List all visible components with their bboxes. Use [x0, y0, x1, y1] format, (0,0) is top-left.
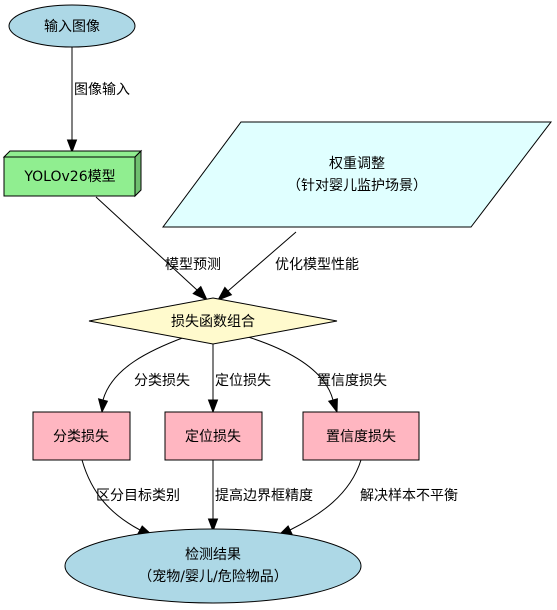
node-result-line1: 检测结果: [185, 547, 241, 563]
edge-label-cls-loss: 分类损失: [134, 373, 190, 389]
node-loss-combination: 损失函数组合: [88, 297, 338, 345]
node-loss-label: 损失函数组合: [171, 314, 255, 330]
edge-label-bbox: 提高边界框精度: [215, 487, 313, 504]
node-cls-loss: 分类损失: [32, 411, 131, 461]
node-conf-loss: 置信度损失: [302, 411, 420, 461]
node-cls-label: 分类损失: [53, 429, 109, 445]
node-model-label: YOLOv26模型: [23, 169, 115, 185]
edge-loss-to-loc: [207, 342, 219, 414]
node-weight-adjust: 权重调整 （针对婴儿监护场景）: [162, 121, 553, 228]
edge-input-to-model: [66, 47, 78, 154]
edge-loss-to-conf: [244, 335, 338, 414]
edge-model-to-loss: [95, 196, 209, 302]
node-weights-line1: 权重调整: [329, 156, 385, 172]
node-input-image: 输入图像: [8, 4, 136, 48]
node-weights-line2: （针对婴儿监护场景）: [287, 178, 427, 194]
edge-label-imbalance: 解决样本不平衡: [360, 488, 458, 504]
edge-label-model-predict: 模型预测: [165, 257, 221, 273]
edge-label-image-input: 图像输入: [74, 82, 130, 98]
edge-loc-to-result: [207, 460, 219, 533]
node-loc-loss: 定位损失: [164, 411, 263, 461]
node-detection-result: 检测结果 （宠物/婴儿/危险物品）: [64, 528, 362, 604]
node-conf-label: 置信度损失: [326, 429, 396, 445]
node-result-line2: （宠物/婴儿/危险物品）: [138, 569, 287, 585]
edge-label-optimize: 优化模型性能: [275, 257, 359, 273]
node-loc-label: 定位损失: [185, 429, 241, 445]
node-input-label: 输入图像: [44, 19, 100, 35]
edge-weights-to-loss: [216, 231, 297, 301]
edge-label-loc-loss: 定位损失: [215, 373, 271, 389]
edge-loss-to-cls: [97, 336, 186, 414]
edge-label-conf-loss: 置信度损失: [317, 373, 387, 389]
node-yolo-model: YOLOv26模型: [2, 149, 143, 198]
edge-label-distinguish: 区分目标类别: [96, 488, 180, 504]
